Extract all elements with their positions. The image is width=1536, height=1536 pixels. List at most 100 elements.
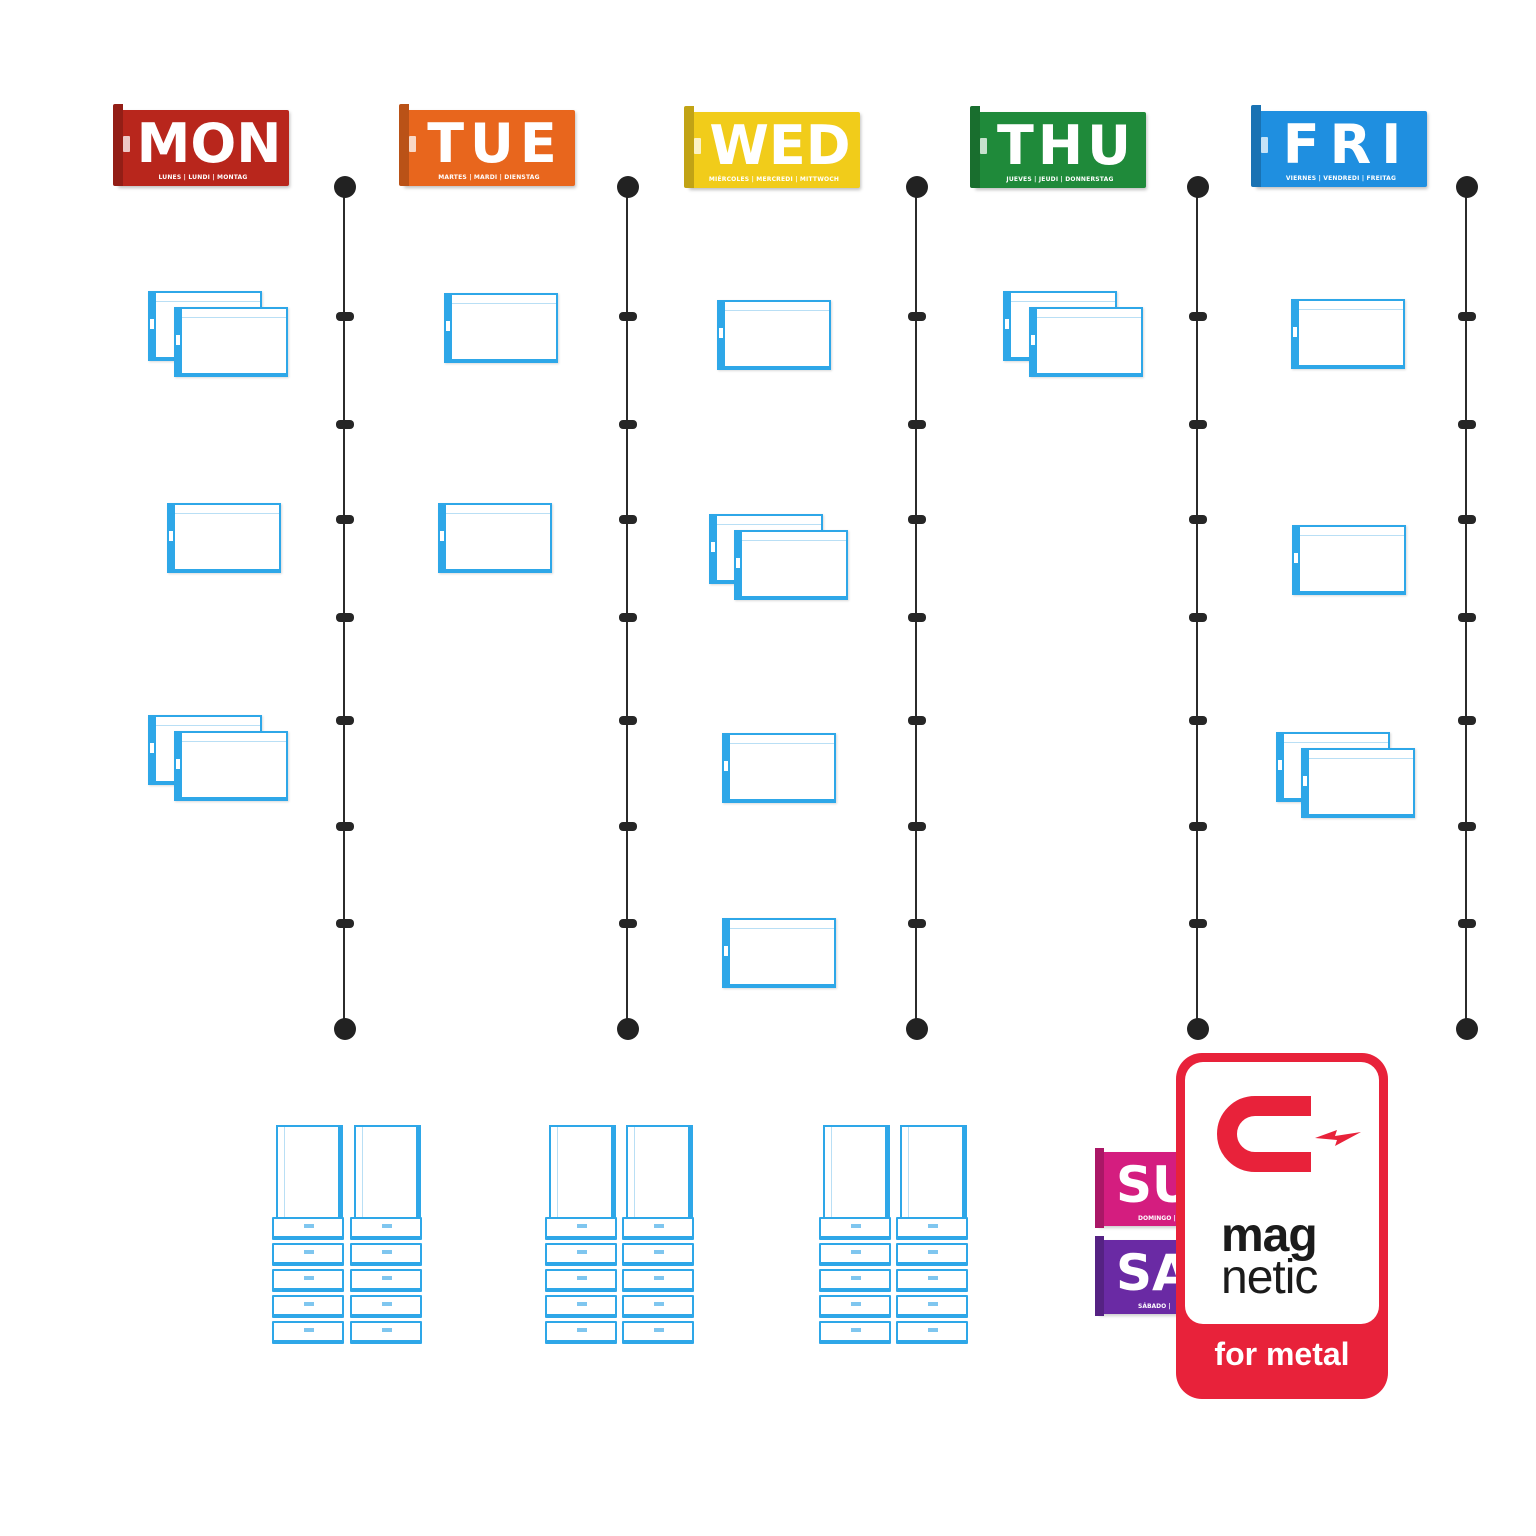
card-tray <box>622 1321 694 1344</box>
card-tray <box>272 1243 344 1266</box>
task-card[interactable] <box>1292 525 1406 595</box>
blank-card <box>626 1125 693 1227</box>
wire-clip <box>908 613 926 622</box>
card-tray <box>819 1321 891 1344</box>
task-card[interactable] <box>444 293 558 363</box>
tag-chip <box>980 138 987 154</box>
card-tray <box>350 1269 422 1292</box>
tag-fold <box>970 106 980 188</box>
wire-cap <box>1456 1018 1478 1040</box>
task-card[interactable] <box>734 530 848 600</box>
wire-clip <box>1458 613 1476 622</box>
task-card[interactable] <box>174 307 288 377</box>
wire <box>343 188 345 1030</box>
card-tray <box>350 1243 422 1266</box>
task-card[interactable] <box>174 731 288 801</box>
card-tray <box>622 1269 694 1292</box>
card-tray <box>896 1243 968 1266</box>
tag-chip <box>1261 137 1268 153</box>
blank-card <box>549 1125 616 1227</box>
tag-chip <box>409 136 416 152</box>
blank-card <box>276 1125 343 1227</box>
day-sublabel: VIERNES | VENDREDI | FREITAG <box>1285 175 1397 182</box>
task-card[interactable] <box>722 918 836 988</box>
hanging-wire-4 <box>1183 176 1213 1040</box>
card-tray <box>545 1217 617 1240</box>
card-tray <box>896 1295 968 1318</box>
wire-clip <box>1458 312 1476 321</box>
card-tray <box>545 1243 617 1266</box>
wire-cap <box>1456 176 1478 198</box>
task-card[interactable] <box>717 300 831 370</box>
wire <box>1196 188 1198 1030</box>
task-card[interactable] <box>1029 307 1143 377</box>
task-card[interactable] <box>1301 748 1415 818</box>
wire-cap <box>906 176 928 198</box>
wire-clip <box>1458 822 1476 831</box>
task-card[interactable] <box>722 733 836 803</box>
tag-friday: FRI VIERNES | VENDREDI | FREITAG <box>1251 105 1427 187</box>
card-tray <box>896 1217 968 1240</box>
card-tray <box>819 1295 891 1318</box>
tag-chip <box>123 136 130 152</box>
card-tray <box>350 1295 422 1318</box>
card-tray <box>272 1269 344 1292</box>
tag-fold <box>1251 105 1261 187</box>
magnet-icon <box>1217 1096 1361 1172</box>
hanging-wire-1 <box>330 176 360 1040</box>
badge-footer: for metal <box>1214 1336 1350 1372</box>
wire-clip <box>908 716 926 725</box>
wire-clip <box>619 919 637 928</box>
wire-clip <box>1458 420 1476 429</box>
tag-thursday: THU JUEVES | JEUDI | DONNERSTAG <box>970 106 1146 188</box>
tag-monday: MON LUNES | LUNDI | MONTAG <box>113 104 289 186</box>
wire-clip <box>1189 420 1207 429</box>
day-label: TUE <box>427 112 563 175</box>
card-stack <box>350 1125 422 1344</box>
wire-clip <box>619 613 637 622</box>
tag-chip <box>694 138 701 154</box>
wire-clip <box>336 716 354 725</box>
tag-fold <box>1095 1236 1104 1316</box>
day-sublabel: MARTES | MARDI | DIENSTAG <box>438 174 540 181</box>
wire-clip <box>1189 919 1207 928</box>
wire-clip <box>908 822 926 831</box>
badge-word-mag: mag <box>1221 1209 1318 1262</box>
wire <box>626 188 628 1030</box>
tag-wednesday: WED MIÉRCOLES | MERCREDI | MITTWOCH <box>684 106 860 188</box>
task-card[interactable] <box>1291 299 1405 369</box>
card-tray <box>896 1269 968 1292</box>
wire <box>1465 188 1467 1030</box>
wire-cap <box>1187 1018 1209 1040</box>
day-label: WED <box>709 114 851 177</box>
wire-cap <box>334 1018 356 1040</box>
card-stack <box>896 1125 968 1344</box>
card-tray <box>622 1243 694 1266</box>
card-tray <box>272 1295 344 1318</box>
badge-panel: mag netic <box>1185 1062 1379 1324</box>
wire-cap <box>334 176 356 198</box>
card-tray <box>272 1321 344 1344</box>
tag-tuesday: TUE MARTES | MARDI | DIENSTAG <box>399 104 575 186</box>
wire-clip <box>1189 716 1207 725</box>
task-card[interactable] <box>438 503 552 573</box>
wire-clip <box>619 822 637 831</box>
card-tray <box>545 1295 617 1318</box>
card-tray <box>545 1269 617 1292</box>
wire-clip <box>908 312 926 321</box>
blank-card <box>354 1125 421 1227</box>
badge-word-netic: netic <box>1221 1251 1318 1304</box>
day-label: FRI <box>1282 113 1412 176</box>
wire-clip <box>619 420 637 429</box>
magnetic-badge: mag netic for metal <box>1176 1053 1388 1399</box>
hanging-wire-3 <box>902 176 932 1040</box>
task-card[interactable] <box>167 503 281 573</box>
card-tray <box>622 1217 694 1240</box>
day-sublabel: JUEVES | JEUDI | DONNERSTAG <box>1006 176 1114 183</box>
wire-clip <box>1458 716 1476 725</box>
wire-clip <box>336 312 354 321</box>
card-tray <box>819 1269 891 1292</box>
wire-clip <box>1189 515 1207 524</box>
wire-cap <box>906 1018 928 1040</box>
